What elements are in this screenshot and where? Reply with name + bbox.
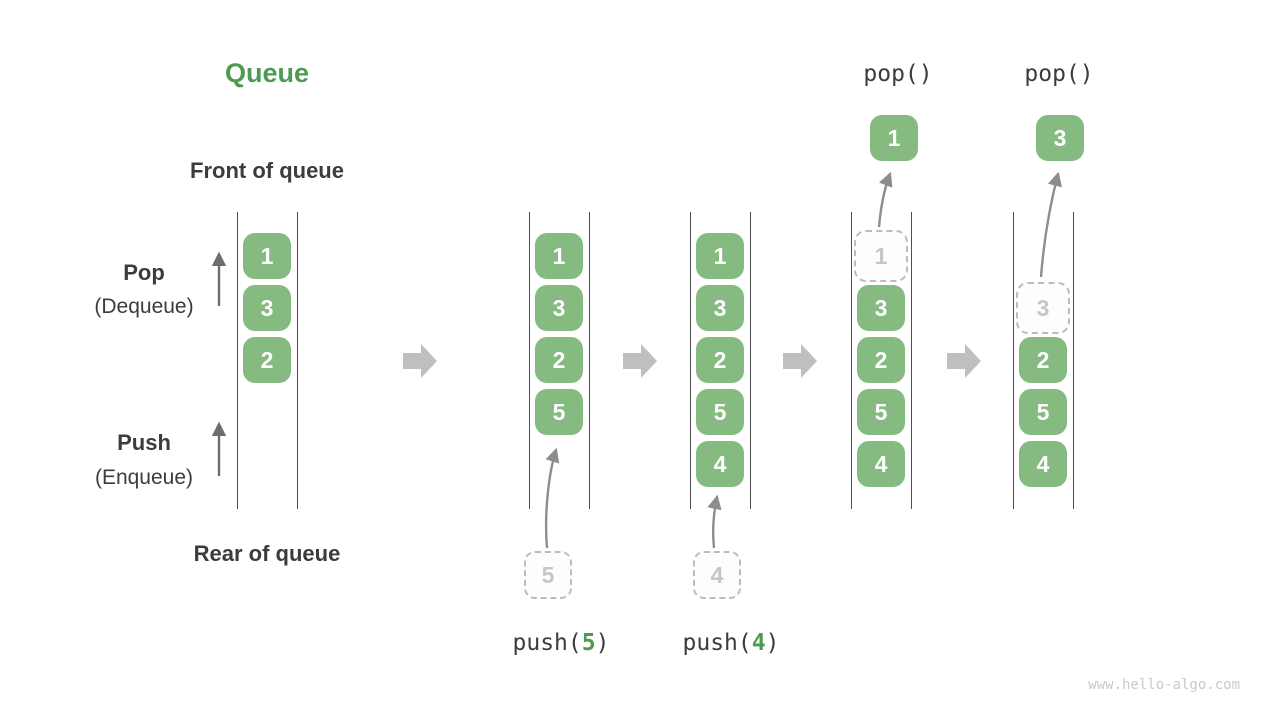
push-close-text: ) [595,630,610,656]
queue-cell: 4 [696,441,744,487]
queue-rail-4 [851,212,912,509]
queue-cell: 3 [696,285,744,331]
front-of-queue-label: Front of queue [190,158,344,183]
push-call-label-5: push(5) [481,630,641,656]
queue-cell: 1 [535,233,583,279]
dequeue-sub-label: (Dequeue) [94,295,194,318]
enqueue-sub-label: (Enqueue) [94,466,194,489]
state-transition-arrow-icon [623,344,657,378]
queue-cell: 1 [243,233,291,279]
pop-action-label: Pop [123,260,165,285]
push-arg-text: 5 [581,630,596,656]
push-action-label: Push [117,430,171,455]
queue-rail-2 [529,212,590,509]
queue-cell-ghost: 3 [1016,282,1070,334]
watermark: www.hello-algo.com [1088,677,1240,693]
queue-cell: 5 [535,389,583,435]
push-call-label-4: push(4) [651,630,811,656]
state-transition-arrow-icon [403,344,437,378]
queue-rail-3 [690,212,751,509]
state-transition-arrow-icon [947,344,981,378]
state-transition-arrow-icon [783,344,817,378]
queue-cell: 3 [243,285,291,331]
diagram-title: Queue [224,58,310,88]
popped-value-box-3: 3 [1036,115,1084,161]
queue-cell: 3 [857,285,905,331]
queue-cell: 2 [243,337,291,383]
rear-of-queue-label: Rear of queue [193,541,341,566]
queue-cell: 2 [1019,337,1067,383]
queue-cell: 3 [535,285,583,331]
push-close-text: ) [765,630,780,656]
push-source-ghost-4: 4 [693,551,741,599]
queue-cell: 2 [696,337,744,383]
queue-cell: 1 [696,233,744,279]
queue-rail-5 [1013,212,1074,509]
pop-call-label-1: pop() [863,61,933,87]
queue-cell-ghost: 1 [854,230,908,282]
queue-cell: 4 [857,441,905,487]
popped-value-box-1: 1 [870,115,918,161]
queue-cell: 5 [1019,389,1067,435]
pop-call-label-2: pop() [1024,61,1094,87]
push-fn-text: push( [512,630,582,656]
queue-cell: 5 [857,389,905,435]
queue-cell: 5 [696,389,744,435]
queue-rail-1 [237,212,298,509]
queue-cell: 4 [1019,441,1067,487]
queue-cell: 2 [857,337,905,383]
push-arg-text: 4 [751,630,766,656]
push-fn-text: push( [682,630,752,656]
queue-cell: 2 [535,337,583,383]
push-source-ghost-5: 5 [524,551,572,599]
